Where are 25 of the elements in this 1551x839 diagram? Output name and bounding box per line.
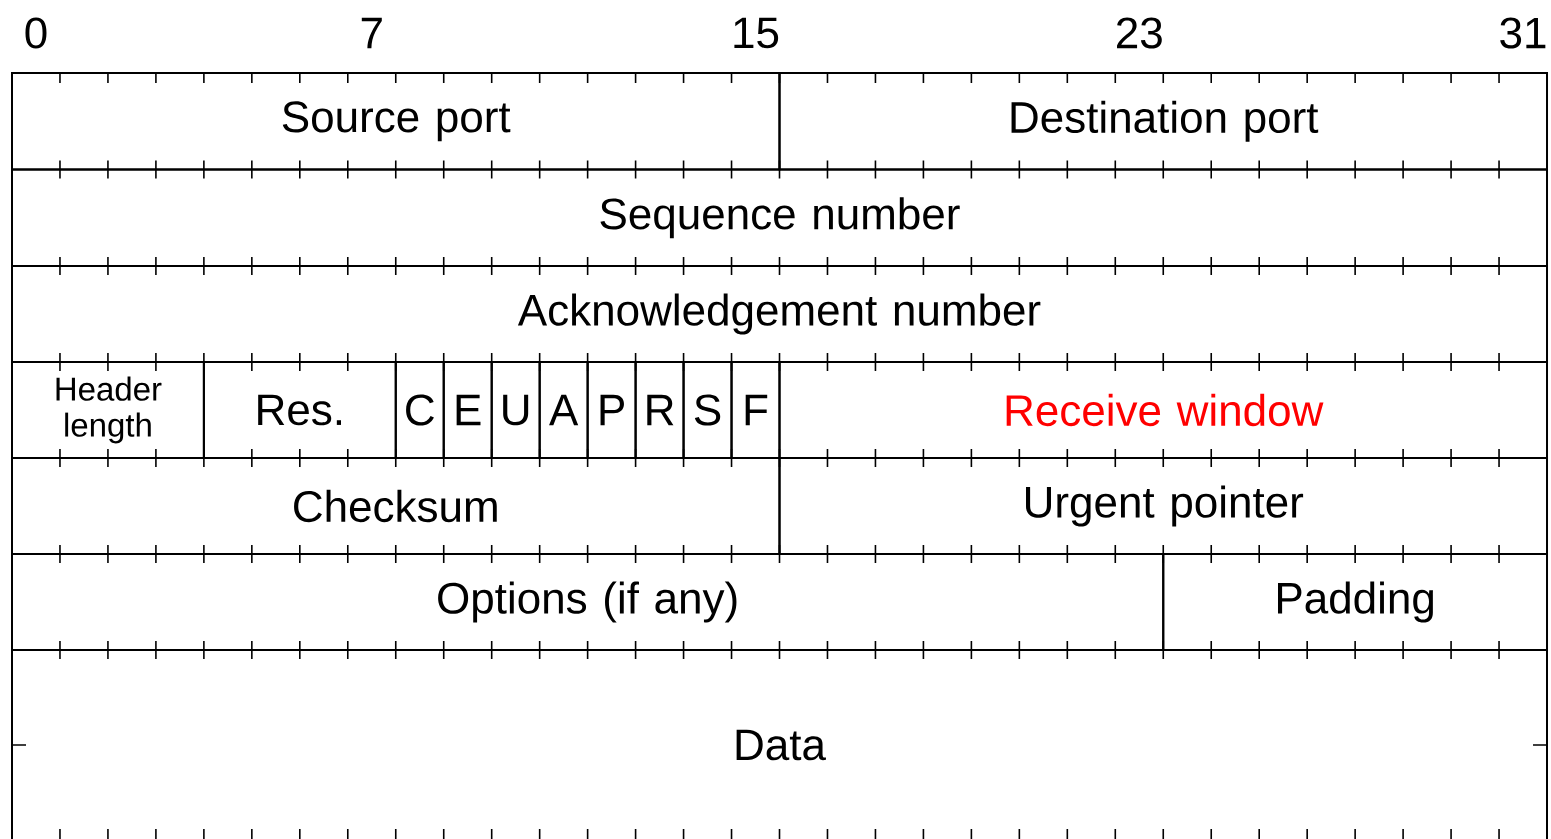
field-box: U (490, 361, 541, 459)
field-box: Source port (11, 72, 781, 171)
field-box: C (394, 361, 445, 459)
bit-number: 15 (734, 17, 779, 49)
bit-number: 0 (25, 17, 47, 49)
field-box: E (442, 361, 493, 459)
field-box: Urgent pointer (778, 457, 1548, 555)
field-box: Sequence number (11, 168, 1548, 267)
field-box: R (634, 361, 685, 459)
field-box: Header length (11, 361, 205, 459)
field-box: S (682, 361, 733, 459)
field-box: Res. (202, 361, 397, 459)
field-box: F (730, 361, 781, 459)
field-box: Options (if any) (11, 553, 1165, 651)
bit-number: 23 (1117, 17, 1162, 49)
field-box: Checksum (11, 457, 781, 555)
field-box: Receive window (778, 361, 1548, 459)
field-box: P (586, 361, 637, 459)
field-box: Acknowledgement number (11, 265, 1548, 363)
bit-number: 31 (1500, 17, 1546, 49)
bit-number: 7 (361, 17, 382, 49)
field-box: Padding (1162, 553, 1548, 651)
field-box: A (538, 361, 589, 459)
field-box: Data (11, 649, 1548, 839)
field-box: Destination port (778, 72, 1548, 171)
